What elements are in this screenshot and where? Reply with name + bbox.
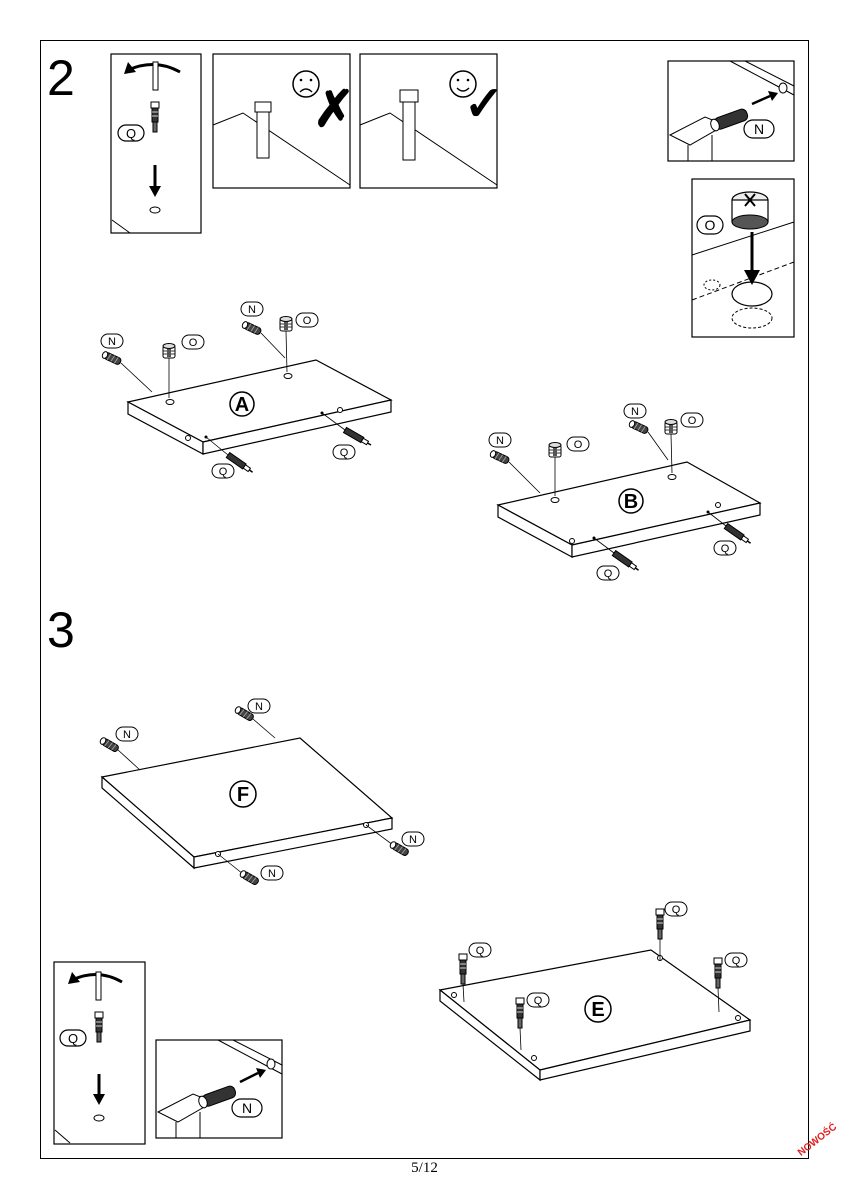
panel-label-f: F [237, 784, 249, 806]
label-o: O [303, 315, 312, 327]
page-number: 5/12 [411, 1160, 438, 1176]
label-n: N [631, 406, 639, 418]
label-n: N [108, 336, 116, 348]
label-o: O [574, 439, 583, 451]
board-f: F N N N N [98, 698, 425, 887]
label-n: N [123, 729, 131, 741]
step-number-3: 3 [47, 602, 75, 658]
right-panel: ✓ [359, 53, 504, 189]
label-q: Q [340, 447, 349, 459]
page-frame [40, 40, 809, 1159]
label-q: Q [732, 955, 741, 967]
label-o: O [705, 217, 716, 233]
screwdriver-panel: Q [110, 53, 202, 234]
label-n: N [496, 435, 504, 447]
label-q: Q [534, 995, 543, 1007]
screwdriver-panel-2: Q [53, 961, 146, 1145]
label-n: N [268, 868, 276, 880]
label-q: Q [604, 568, 613, 580]
wrong-mark: ✗ [313, 81, 355, 137]
label-n: N [754, 121, 764, 137]
label-q: Q [68, 1031, 78, 1046]
right-mark: ✓ [464, 78, 504, 131]
label-n: N [255, 701, 263, 713]
panel-label-a: A [235, 394, 249, 416]
cam-detail-panel: O [691, 178, 795, 338]
label-q: Q [219, 466, 228, 478]
label-q: Q [126, 126, 136, 141]
dowel-detail-panel-2: N [155, 1039, 283, 1139]
board-b: B N N O O Q Q [488, 403, 762, 581]
dowel-detail-panel: N [667, 60, 795, 162]
panel-label-b: B [624, 491, 638, 513]
label-q: Q [672, 904, 681, 916]
label-o: O [189, 337, 198, 349]
label-q: Q [721, 543, 730, 555]
wrong-panel: ✗ [212, 53, 355, 189]
label-n: N [248, 304, 256, 316]
label-o: O [688, 415, 697, 427]
label-n: N [242, 1100, 252, 1116]
board-e: E Q Q Q Q [438, 901, 752, 1082]
board-a: A N N O O Q Q [100, 301, 393, 479]
label-n: N [409, 834, 417, 846]
step-number-2: 2 [47, 50, 75, 106]
panel-label-e: E [591, 999, 604, 1021]
label-q: Q [476, 945, 485, 957]
